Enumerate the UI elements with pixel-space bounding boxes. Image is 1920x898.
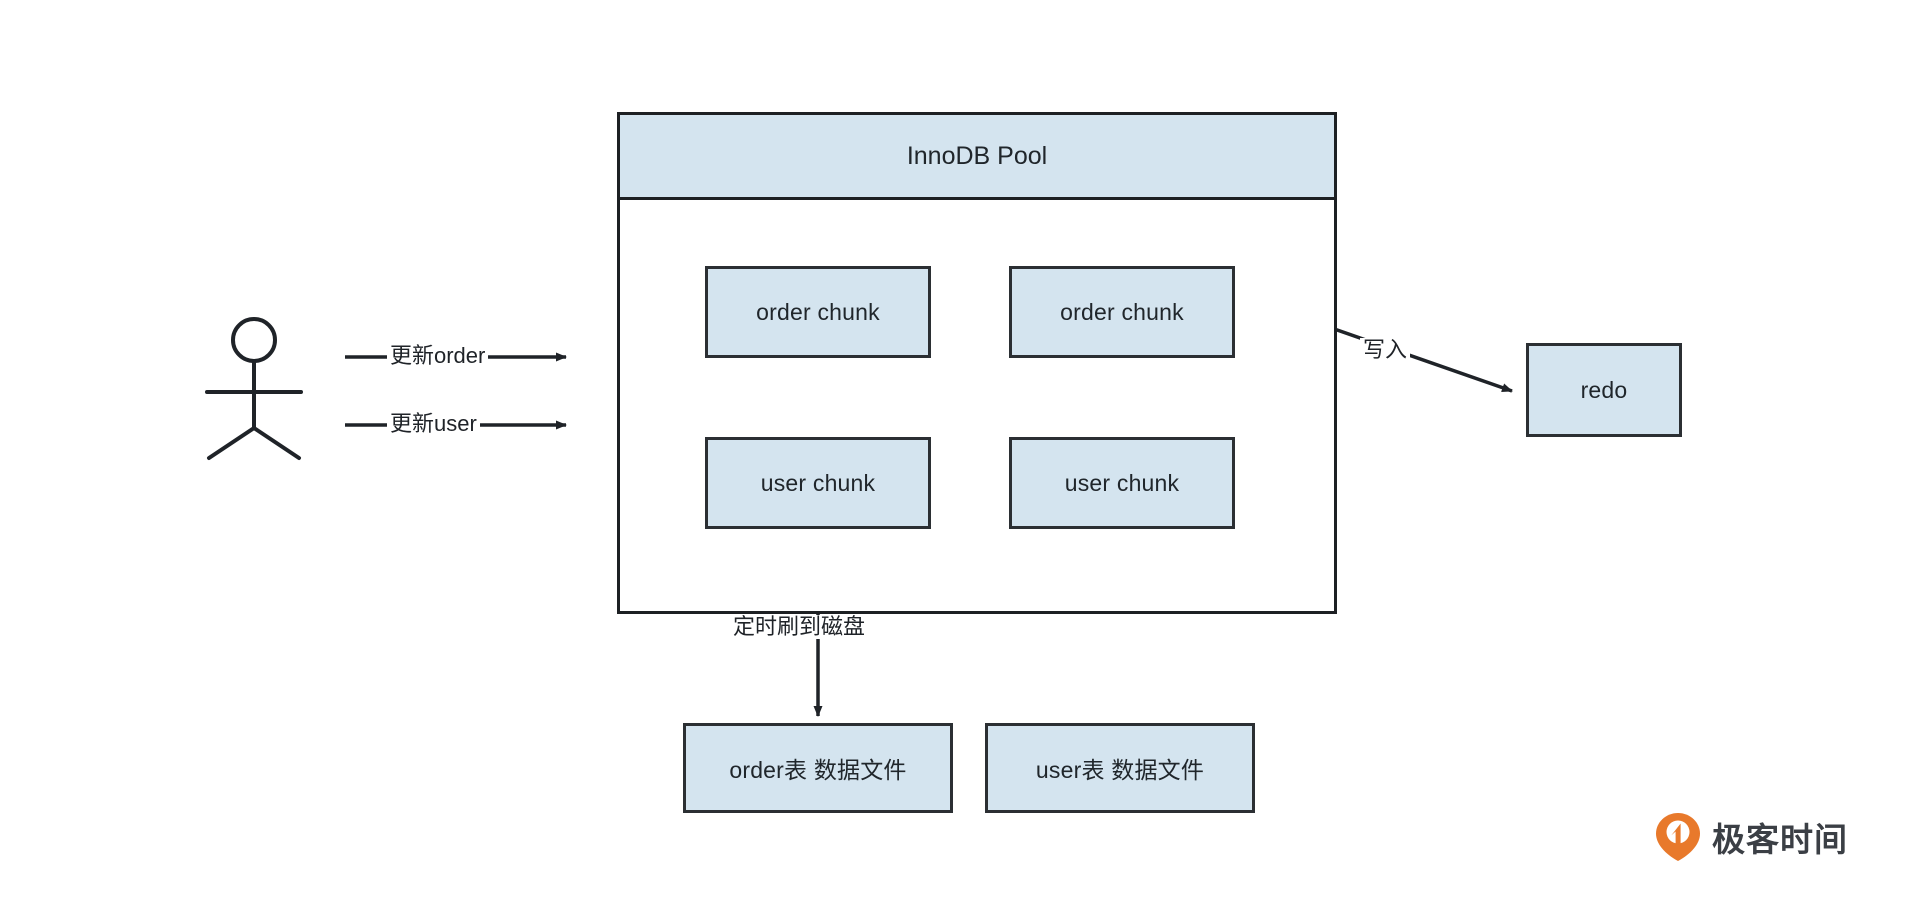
edge-label-write-redo: 写入: [1360, 337, 1411, 363]
node-redo[interactable]: redo: [1526, 343, 1682, 437]
node-user-datafile[interactable]: user表 数据文件: [985, 723, 1255, 813]
innodb-pool-title: InnoDB Pool: [906, 141, 1048, 170]
node-user-chunk-2[interactable]: user chunk: [1009, 437, 1235, 529]
node-user-chunk-1[interactable]: user chunk: [705, 437, 931, 529]
node-label: user chunk: [760, 469, 876, 496]
geektime-watermark-text: 极客时间: [1712, 820, 1848, 859]
edge-label-update-user: 更新user: [387, 411, 480, 437]
node-label: user表 数据文件: [1035, 757, 1205, 783]
geektime-watermark: 极客时间: [1655, 806, 1895, 868]
node-order-datafile[interactable]: order表 数据文件: [683, 723, 953, 813]
geektime-logo-icon: [1656, 813, 1700, 861]
node-label: user chunk: [1064, 469, 1180, 496]
node-order-chunk-1[interactable]: order chunk: [705, 266, 931, 358]
edge-label-flush-to-disk: 定时刷到磁盘: [730, 614, 869, 640]
innodb-pool-header: InnoDB Pool: [617, 112, 1337, 200]
node-label: order表 数据文件: [729, 757, 907, 783]
node-order-chunk-2[interactable]: order chunk: [1009, 266, 1235, 358]
user-actor-figure: [205, 317, 303, 460]
node-label: order chunk: [756, 298, 880, 325]
node-label: redo: [1580, 376, 1628, 403]
node-label: order chunk: [1060, 298, 1184, 325]
edge-label-update-order: 更新order: [387, 343, 489, 369]
